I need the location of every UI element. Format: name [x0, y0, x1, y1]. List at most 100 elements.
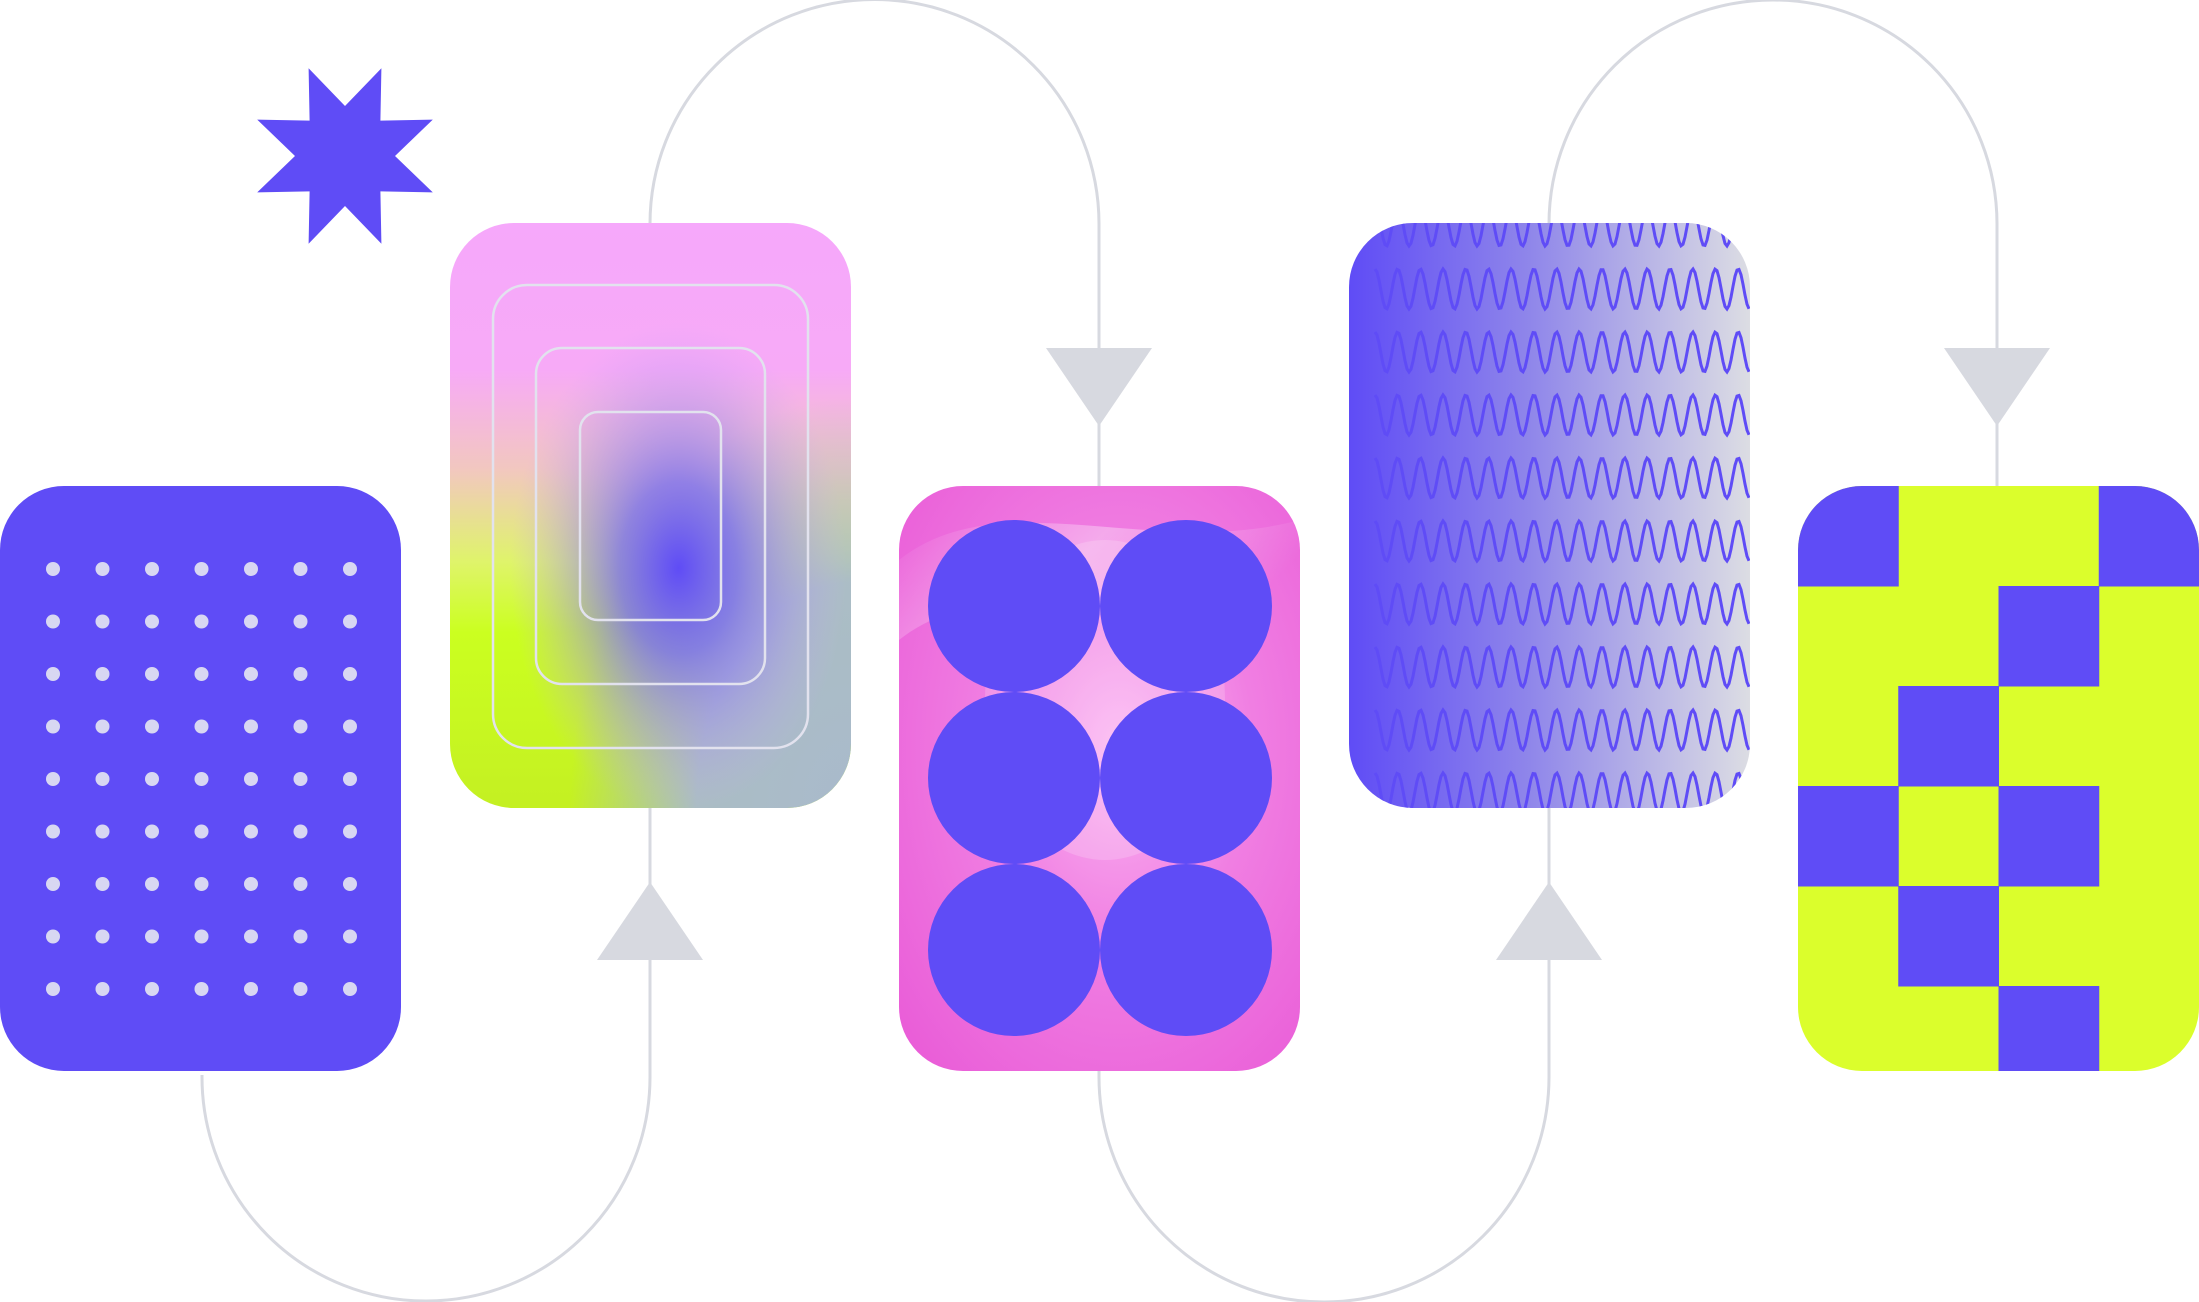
arrow-down-icon: [1046, 348, 1152, 426]
grid-dot: [194, 982, 209, 996]
wave-line: [1373, 329, 1750, 375]
grid-dot: [293, 614, 308, 629]
grid-dot: [343, 667, 357, 681]
grid-dot: [46, 562, 60, 576]
grid-dot: [194, 824, 209, 839]
grid-dot: [95, 877, 110, 891]
grid-dot: [343, 929, 357, 944]
grid-dot: [293, 772, 308, 786]
wave-line: [1373, 266, 1750, 312]
grid-dot: [145, 719, 159, 734]
grid-dot: [46, 877, 60, 891]
grid-dot: [95, 772, 110, 786]
grid-dot: [343, 719, 357, 734]
arrow-down-icon: [1944, 348, 2050, 426]
grid-dot: [293, 824, 308, 839]
arrow-up-icon: [1496, 882, 1602, 960]
grid-dot: [293, 982, 308, 996]
grid-dot: [46, 772, 60, 786]
connector-2: [648, 0, 1101, 486]
checker-cell: [1998, 586, 2100, 687]
nested-frames: [491, 283, 810, 750]
grid-dot: [194, 667, 209, 681]
grid-dot: [95, 562, 110, 576]
grid-dot: [46, 719, 60, 734]
outer-frame: [491, 283, 810, 750]
grid-dot: [46, 667, 60, 681]
dot-grid: [46, 562, 357, 996]
grid-dot: [145, 562, 159, 576]
pattern-circle: [928, 520, 1100, 692]
grid-dot: [244, 877, 258, 891]
wave-line: [1373, 707, 1750, 753]
wave-line: [1373, 455, 1750, 501]
grid-dot: [293, 929, 308, 944]
wave-line: [1373, 644, 1750, 690]
grid-dot: [145, 877, 159, 891]
pattern-circle: [1100, 692, 1272, 864]
checker-cell: [1998, 786, 2100, 887]
card-background: [1349, 223, 1750, 808]
wave-lines: [1373, 223, 1750, 1002]
dot-grid-card: [0, 486, 401, 1071]
grid-dot: [293, 877, 308, 891]
connector-1: [200, 808, 652, 1302]
middle-frame: [534, 346, 767, 686]
grid-dot: [95, 614, 110, 629]
inner-frame: [578, 410, 723, 622]
wave-line: [1373, 392, 1750, 438]
wave-line: [1373, 581, 1750, 627]
grid-dot: [145, 929, 159, 944]
grid-dot: [343, 614, 357, 629]
grid-dot: [145, 982, 159, 996]
arrow-up-icon: [597, 882, 703, 960]
grid-dot: [95, 982, 110, 996]
arrow-markers: [597, 348, 2050, 960]
grid-dot: [343, 982, 357, 996]
wave-line: [1375, 836, 1749, 876]
grid-dot: [293, 562, 308, 576]
grid-dot: [244, 772, 258, 786]
checker-cell: [2098, 486, 2199, 587]
connector-4: [1547, 0, 1999, 486]
grid-dot: [194, 929, 209, 944]
grid-dot: [46, 929, 60, 944]
wave-line: [1375, 962, 1749, 1002]
grid-dot: [145, 772, 159, 786]
grid-dot: [145, 824, 159, 839]
grid-dot: [194, 772, 209, 786]
grid-dot: [293, 667, 308, 681]
wave-line: [1373, 770, 1750, 808]
eight-point-star-icon: [257, 68, 433, 244]
grid-dot: [194, 562, 209, 576]
grid-dot: [145, 667, 159, 681]
grid-dot: [145, 614, 159, 629]
checker-cells: [1798, 486, 2199, 1071]
wave-line: [1373, 518, 1750, 564]
wave-card: [1349, 223, 1750, 1002]
grid-dot: [244, 982, 258, 996]
wave-line: [1373, 223, 1750, 249]
grid-dot: [343, 824, 357, 839]
grid-dot: [244, 929, 258, 944]
checker-cell: [1898, 886, 1999, 987]
grid-dot: [244, 667, 258, 681]
grid-dot: [343, 562, 357, 576]
grid-dot: [95, 929, 110, 944]
circles-card: [899, 486, 1300, 1071]
grid-dot: [194, 877, 209, 891]
grid-dot: [293, 719, 308, 734]
grid-dot: [95, 667, 110, 681]
gradient-frames-card: [450, 223, 851, 808]
pattern-circle: [928, 692, 1100, 864]
circle-group: [928, 520, 1272, 1036]
grid-dot: [95, 719, 110, 734]
checker-card: [1798, 486, 2199, 1071]
grid-dot: [194, 719, 209, 734]
checker-cell: [1998, 986, 2100, 1071]
checker-cell: [1898, 686, 1999, 787]
grid-dot: [95, 824, 110, 839]
grid-dot: [244, 562, 258, 576]
pattern-circle: [1100, 520, 1272, 692]
